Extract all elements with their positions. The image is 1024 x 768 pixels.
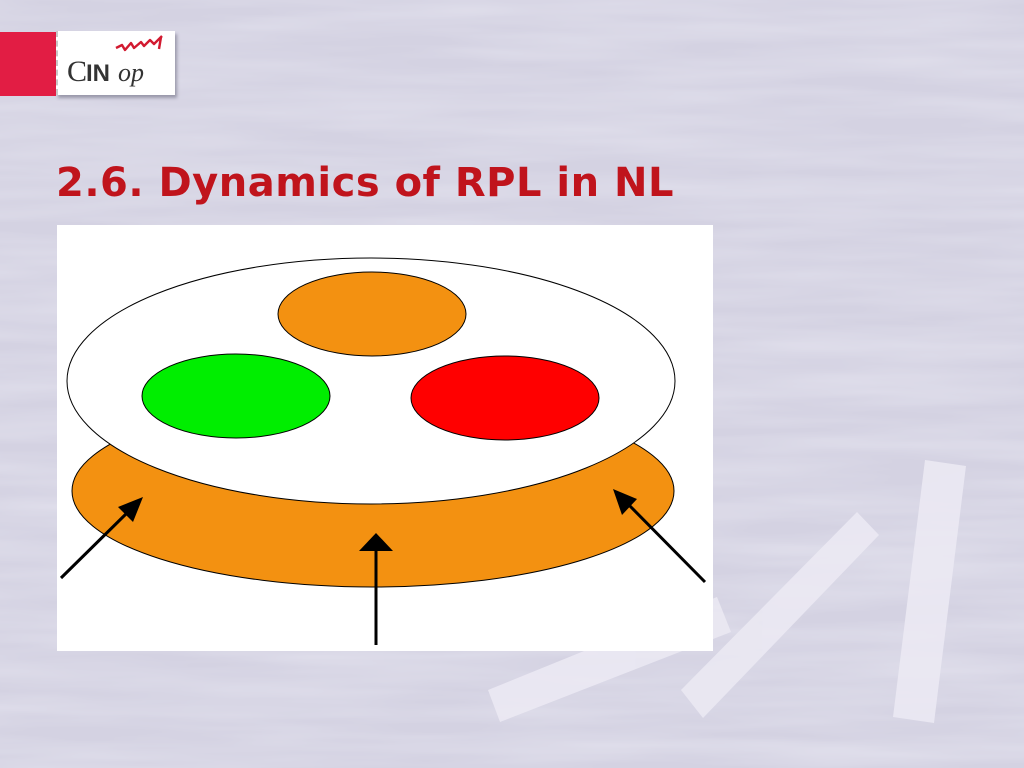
cinop-logo: C IN op	[56, 31, 175, 95]
logo-text-in: IN	[86, 60, 110, 87]
diagram-panel	[57, 225, 713, 651]
slide-title: 2.6. Dynamics of RPL in NL	[56, 160, 674, 206]
rpl-dynamics-diagram	[59, 257, 707, 645]
arrow-center	[359, 533, 393, 645]
orange-circle-top	[277, 271, 467, 357]
logo-graphic: C IN op	[67, 35, 163, 88]
white-top-plate	[66, 257, 676, 505]
logo-red-block	[0, 32, 56, 96]
arrow-left	[59, 497, 143, 580]
red-circle-right	[410, 355, 600, 441]
arrow-right	[613, 489, 707, 584]
logo-text-c: C	[67, 55, 87, 88]
green-circle-left	[141, 353, 331, 439]
logo-text-op: op	[118, 58, 144, 87]
